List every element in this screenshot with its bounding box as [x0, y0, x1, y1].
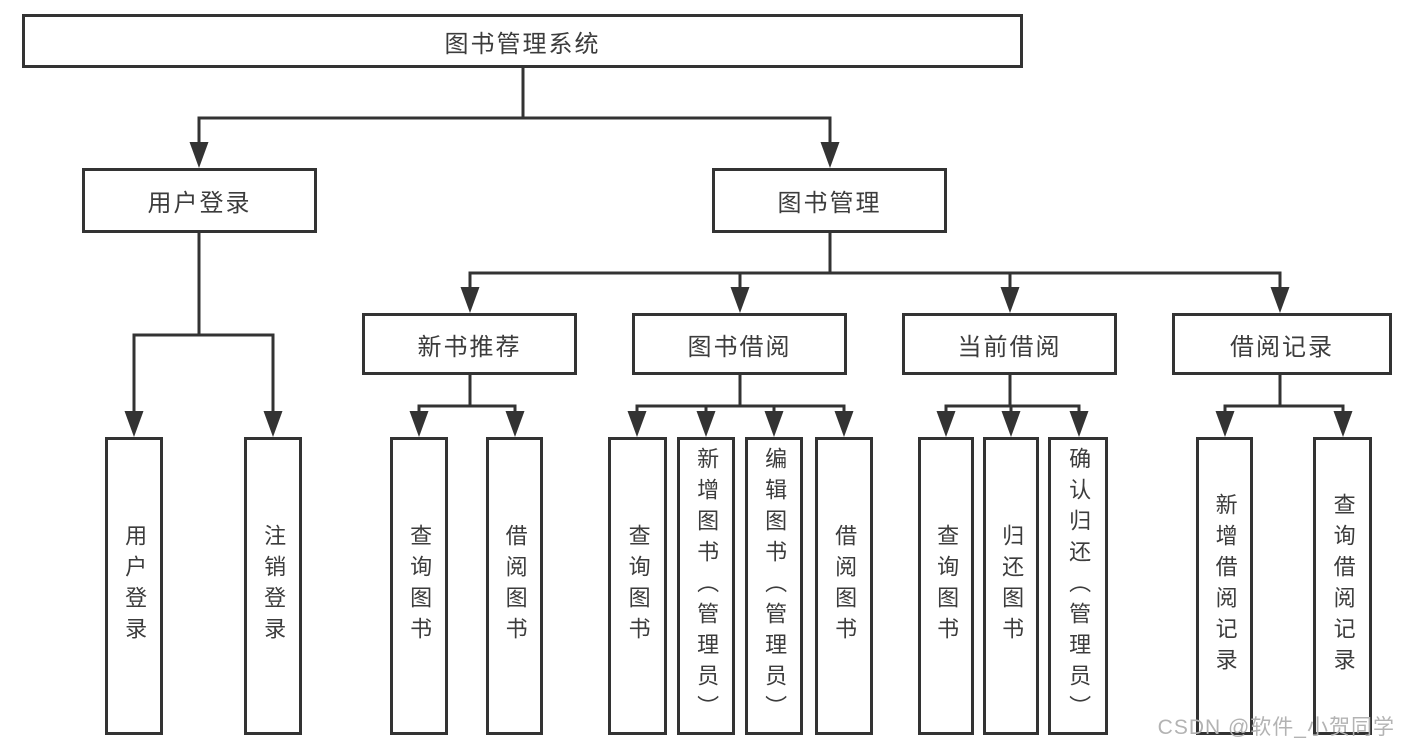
node-root-system: 图书管理系统	[22, 14, 1023, 68]
leaf-add-borrow-record-label: 新增借阅记录	[1212, 493, 1238, 679]
arrowhead-down-icon	[696, 411, 716, 437]
arrowhead-down-icon	[820, 142, 840, 168]
node-new-book-recommend: 新书推荐	[362, 313, 577, 375]
leaf-confirm-return-admin-label: 确认归还（管理员）	[1066, 446, 1092, 726]
arrowhead-down-icon	[1270, 287, 1290, 313]
node-borrow-records-label: 借阅记录	[1230, 333, 1334, 361]
leaf-logout: 注销登录	[244, 437, 302, 735]
leaf-logout-label: 注销登录	[261, 524, 287, 648]
leaf-user-login: 用户登录	[105, 437, 163, 735]
watermark: CSDN @软件_小贺同学	[1157, 716, 1395, 739]
arrowhead-down-icon	[936, 411, 956, 437]
node-borrow-records: 借阅记录	[1172, 313, 1392, 375]
node-book-management-label: 图书管理	[777, 190, 882, 217]
leaf-recommend-borrow-book: 借阅图书	[486, 437, 543, 735]
node-book-management: 图书管理	[712, 168, 947, 233]
arrowhead-down-icon	[505, 411, 525, 437]
arrowhead-down-icon	[189, 142, 209, 168]
leaf-confirm-return-admin: 确认归还（管理员）	[1048, 437, 1108, 735]
arrowhead-down-icon	[124, 411, 144, 437]
leaf-query-borrow-record: 查询借阅记录	[1313, 437, 1372, 735]
node-new-book-recommend-label: 新书推荐	[417, 333, 522, 361]
arrowhead-down-icon	[1000, 287, 1020, 313]
node-book-borrow: 图书借阅	[632, 313, 847, 375]
leaf-recommend-borrow-book-label: 借阅图书	[502, 524, 528, 648]
arrowhead-down-icon	[834, 411, 854, 437]
leaf-query-borrow-record-label: 查询借阅记录	[1330, 493, 1356, 679]
leaf-edit-book-admin-label: 编辑图书（管理员）	[762, 446, 788, 726]
arrowhead-down-icon	[764, 411, 784, 437]
leaf-borrow-borrow-book: 借阅图书	[815, 437, 873, 735]
arrowhead-down-icon	[263, 411, 283, 437]
node-current-borrow: 当前借阅	[902, 313, 1117, 375]
leaf-borrow-query-book: 查询图书	[608, 437, 667, 735]
leaf-recommend-query-book: 查询图书	[390, 437, 448, 735]
arrowhead-down-icon	[730, 287, 750, 313]
leaf-add-borrow-record: 新增借阅记录	[1196, 437, 1253, 735]
leaf-current-query-book-label: 查询图书	[934, 524, 960, 648]
leaf-add-book-admin-label: 新增图书（管理员）	[694, 446, 720, 726]
leaf-current-query-book: 查询图书	[918, 437, 974, 735]
arrowhead-down-icon	[1069, 411, 1089, 437]
leaf-recommend-query-book-label: 查询图书	[407, 524, 433, 648]
arrowhead-down-icon	[1333, 411, 1353, 437]
arrowhead-down-icon	[409, 411, 429, 437]
node-user-login-label: 用户登录	[147, 190, 252, 217]
arrowhead-down-icon	[627, 411, 647, 437]
node-current-borrow-label: 当前借阅	[957, 333, 1062, 361]
leaf-add-book-admin: 新增图书（管理员）	[677, 437, 735, 735]
leaf-user-login-label: 用户登录	[122, 524, 148, 648]
leaf-return-book: 归还图书	[983, 437, 1039, 735]
node-root-label: 图书管理系统	[444, 30, 601, 58]
leaf-borrow-borrow-book-label: 借阅图书	[832, 524, 858, 648]
leaf-return-book-label: 归还图书	[999, 524, 1025, 648]
leaf-edit-book-admin: 编辑图书（管理员）	[745, 437, 803, 735]
leaf-borrow-query-book-label: 查询图书	[625, 524, 651, 648]
node-user-login: 用户登录	[82, 168, 317, 233]
node-book-borrow-label: 图书借阅	[687, 333, 792, 361]
arrowhead-down-icon	[460, 287, 480, 313]
arrowhead-down-icon	[1215, 411, 1235, 437]
arrowhead-down-icon	[1001, 411, 1021, 437]
